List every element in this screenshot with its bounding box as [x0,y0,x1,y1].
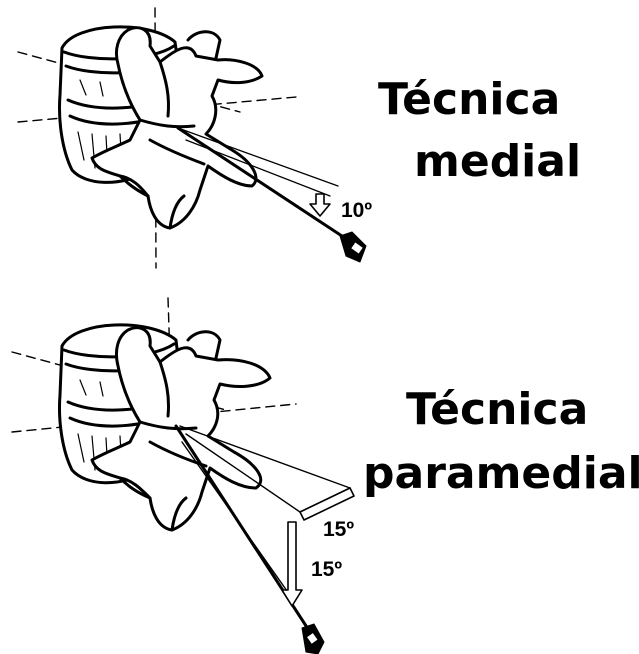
medial-technique-figure [18,8,366,268]
medial-angle-arrow [310,194,330,216]
medial-title-line1: Técnica [378,78,560,122]
paramedial-needle [176,426,324,654]
medial-title-line2: medial [414,140,581,184]
medial-angle-label: 10º [341,200,372,221]
paramedial-angle-label-1: 15º [323,519,354,540]
paramedial-horizontal-arrow [300,488,354,520]
paramedial-title-line1: Técnica [406,388,588,432]
paramedial-vertical-arrow [282,522,302,606]
paramedial-title-line2: paramedial [363,452,639,496]
paramedial-technique-figure [12,298,354,654]
paramedial-angle-label-2: 15º [311,559,342,580]
